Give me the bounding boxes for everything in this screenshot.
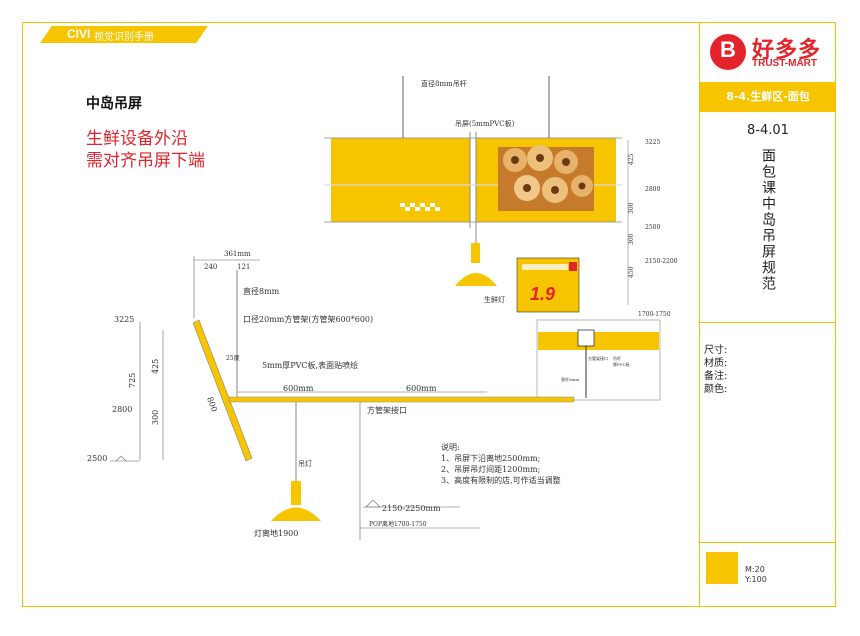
pvc-label: 5mm厚PVC板,表面贴喷绘 [262,360,358,370]
side-panel [699,22,836,607]
meta-color: 颜色: [704,384,728,395]
top-dim: 361mm [224,250,251,258]
top-dim: 121 [237,263,250,271]
section-label: 8-4.生鲜区-面包 [700,82,836,112]
r-dim: 450 [628,266,635,278]
l-dim: 2800 [112,405,132,414]
detail-label: 厚PVC板 [613,361,630,367]
hanging-screen-left [331,138,470,222]
requirement-line-2: 需对齐吊屏下端 [86,151,205,171]
frame-bar [228,396,575,403]
angle-label: 25度 [226,354,240,362]
section-title: 面包课中岛吊屏规范 [760,148,776,292]
r-dim: 300 [628,233,635,245]
lamp-height-label: 灯离地1900 [254,528,298,538]
note-item: 2、吊屏吊灯间距1200mm; [441,464,540,474]
l-dim: 725 [128,373,137,388]
pendant-lamp-icon [271,507,321,521]
section-code: 8-4.01 [747,123,789,138]
lamp-icon [455,273,497,286]
bread-photo [498,145,594,211]
l-dim: 2500 [87,454,107,463]
divider [700,322,836,323]
note-item: 3、高度有限制的店,可作适当调整 [441,475,561,485]
width-b: 600mm [406,384,437,393]
notes-title: 说明: [441,442,460,452]
detail-label: 方管架接口 [588,355,608,361]
pipe-label: 口径20mm方管架(方管架600*600) [243,314,373,324]
r-dim: 2800 [645,186,660,193]
page-title: 中岛吊屏 [86,96,142,112]
dia-label: 直径8mm [243,286,280,296]
l-dim: 300 [151,410,160,425]
logo-mark-icon [710,34,746,70]
checker-pattern [400,203,440,211]
logo-glyph: B [720,37,736,62]
l-dim: 3225 [114,315,134,324]
range-label: 2150-2250mm [382,504,441,513]
meta-size: 尺寸: [704,345,728,356]
r-dim: 300 [628,202,635,214]
detail-label: 吊杆 [613,355,621,361]
meta-material: 材质: [704,358,728,369]
r-dim: 3225 [645,139,660,146]
r-dim: 1700-1750 [638,311,671,318]
header-subtitle: 视觉识别手册 [94,32,154,43]
meta-note: 备注: [704,371,728,382]
price-value: 1.9 [530,284,555,304]
note-item: 1、吊屏下沿离地2500mm; [441,453,540,463]
len-label: 800 [205,396,219,413]
r-dim: 425 [628,153,635,165]
cmyk-y: Y:100 [745,575,767,584]
price-tag: 1.9 [516,257,580,313]
page-frame [22,22,836,607]
width-a: 600mm [283,384,314,393]
lamp-label: 生鲜灯 [484,295,505,304]
color-swatch [706,552,738,584]
cmyk-m: M:20 [745,565,765,574]
header-tab [40,26,208,43]
detail-label: 垂杆8mm [561,376,579,382]
pop-label: POP离地1700-1750 [369,520,427,528]
r-dim: 2500 [645,224,660,231]
detail-view: 方管架接口 吊杆 厚PVC板 垂杆8mm [536,319,661,401]
screen-label: 吊屏(5mmPVC板) [455,119,515,128]
l-dim: 425 [151,359,160,374]
header-brand: CIVI [67,27,91,41]
logo-name-cn: 好多多 [752,38,822,63]
rod-label: 直径8mm吊杆 [421,79,467,88]
divider [700,542,836,543]
r-dim: 2150-2200 [645,258,678,265]
requirement-line-1: 生鲜设备外沿 [86,129,188,149]
logo-name-en: TRUST-MART [752,58,817,69]
joint-label: 方管架接口 [367,405,407,415]
top-dim: 240 [204,263,217,271]
tilted-board [192,319,253,462]
lamp2-label: 吊灯 [298,459,312,468]
